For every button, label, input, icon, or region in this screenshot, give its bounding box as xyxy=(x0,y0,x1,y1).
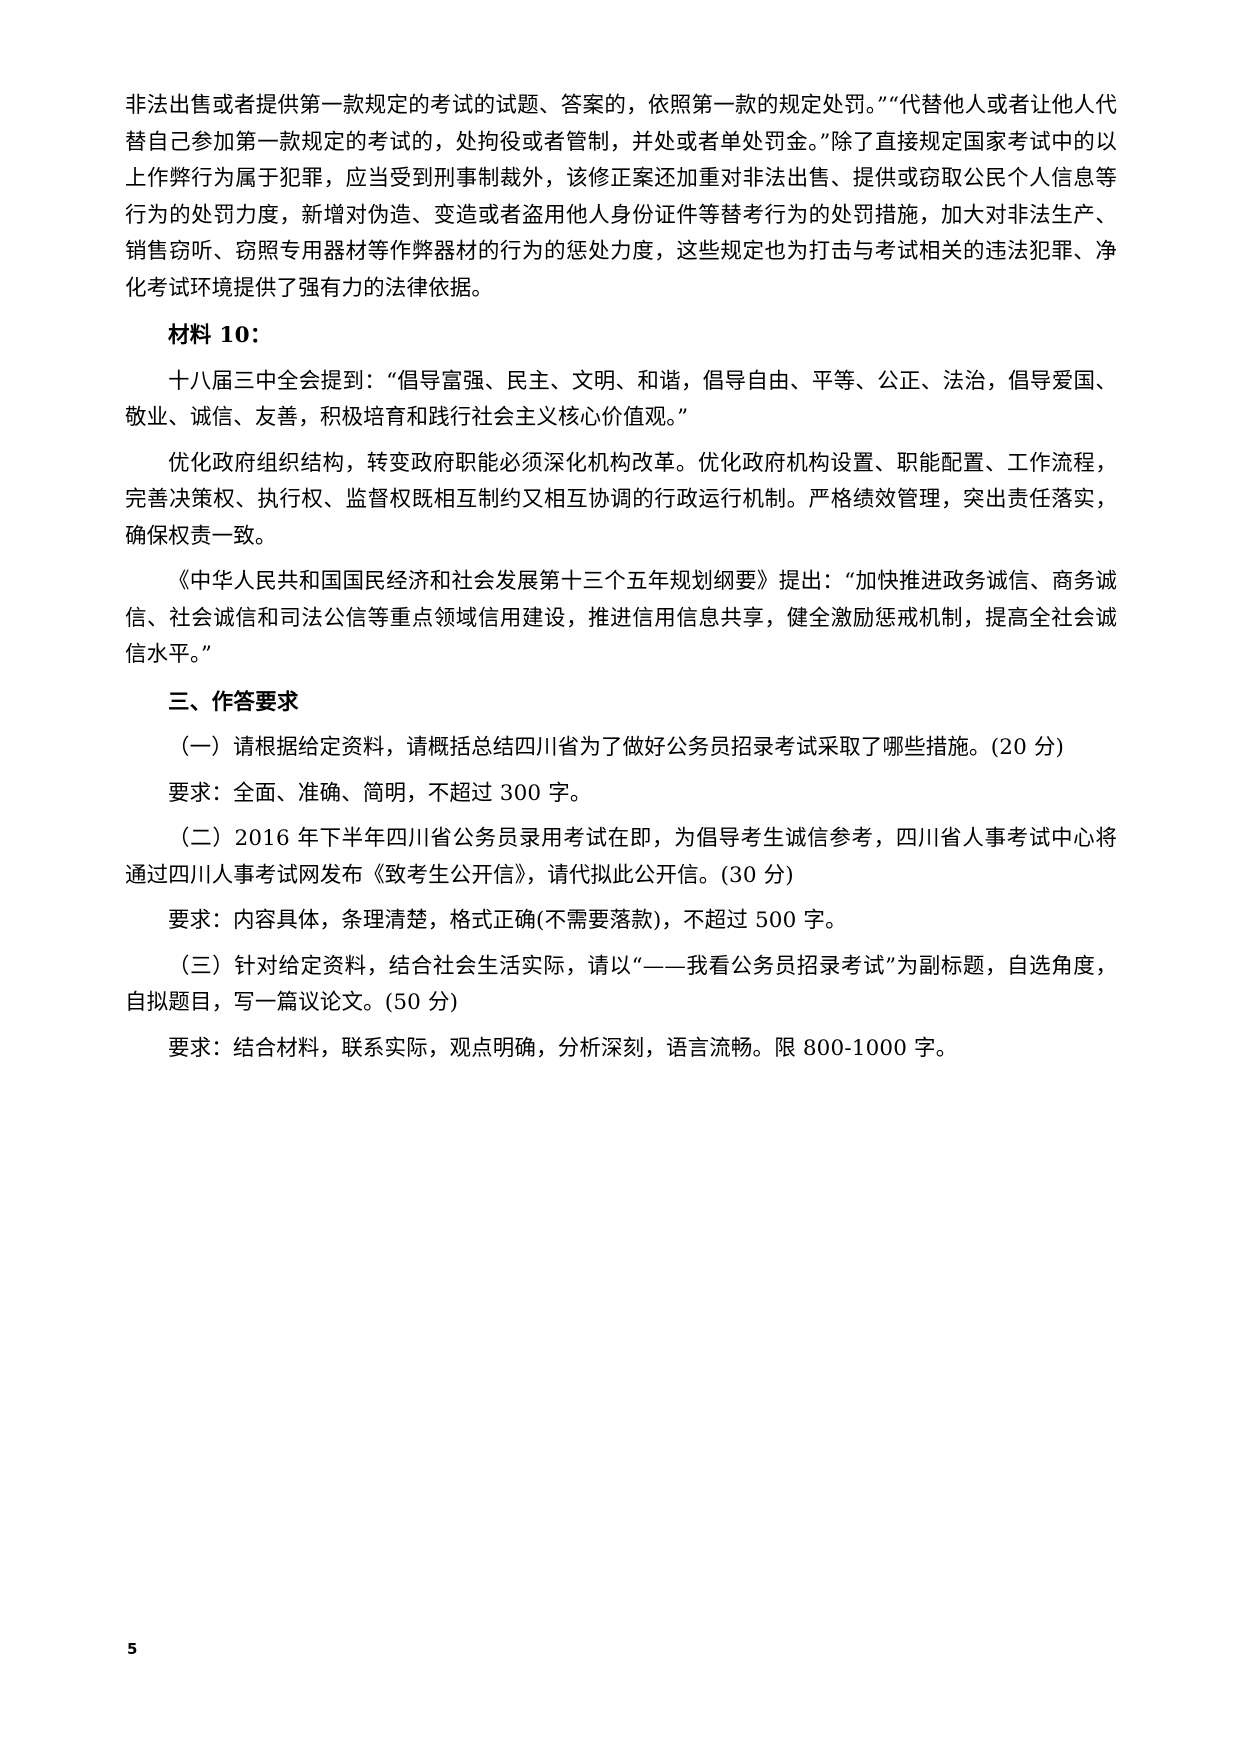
heading-material-10: 材料 10： xyxy=(168,323,272,348)
spacer xyxy=(125,767,1117,776)
spacer xyxy=(125,355,1117,364)
spacer xyxy=(125,674,1117,685)
spacer xyxy=(125,555,1117,564)
spacer xyxy=(125,437,1117,446)
spacer xyxy=(125,940,1117,949)
paragraph-material10-government-reform: 优化政府组织结构，转变政府职能必须深化机构改革。优化政府机构设置、职能配置、工作… xyxy=(125,450,1117,549)
question-item-two: （二）2016 年下半年四川省公务员录用考试在即，为倡导考生诚信参考，四川省人事… xyxy=(125,826,1117,888)
requirement-item-one: 要求：全面、准确、简明，不超过 300 字。 xyxy=(168,780,592,806)
page-content: 非法出售或者提供第一款规定的考试的试题、答案的，依照第一款的规定处罚。”“代替他… xyxy=(125,88,1117,1067)
question-item-one: （一）请根据给定资料，请概括总结四川省为了做好公务员招录考试采取了哪些措施。(2… xyxy=(168,735,1065,760)
paragraph-material10-core-values: 十八届三中全会提到：“倡导富强、民主、文明、和谐，倡导自由、平等、公正、法治，倡… xyxy=(125,368,1117,431)
paragraph-continuation: 非法出售或者提供第一款规定的考试的试题、答案的，依照第一款的规定处罚。”“代替他… xyxy=(125,93,1117,301)
spacer xyxy=(125,721,1117,730)
paragraph-material10-five-year-plan: 《中华人民共和国国民经济和社会发展第十三个五年规划纲要》提出：“加快推进政务诚信… xyxy=(125,569,1117,667)
requirement-item-three: 要求：结合材料，联系实际，观点明确，分析深刻，语言流畅。限 800-1000 字… xyxy=(168,1035,958,1061)
spacer xyxy=(125,812,1117,821)
page-number: 5 xyxy=(127,1640,138,1658)
requirement-item-two: 要求：内容具体，条理清楚，格式正确(不需要落款)，不超过 500 字。 xyxy=(168,908,847,933)
heading-section-three-requirements: 三、作答要求 xyxy=(168,689,299,715)
spacer xyxy=(125,307,1117,318)
question-item-three: （三）针对给定资料，结合社会生活实际，请以“——我看公务员招录考试”为副标题，自… xyxy=(125,953,1117,1016)
spacer xyxy=(125,894,1117,903)
spacer xyxy=(125,1022,1117,1031)
